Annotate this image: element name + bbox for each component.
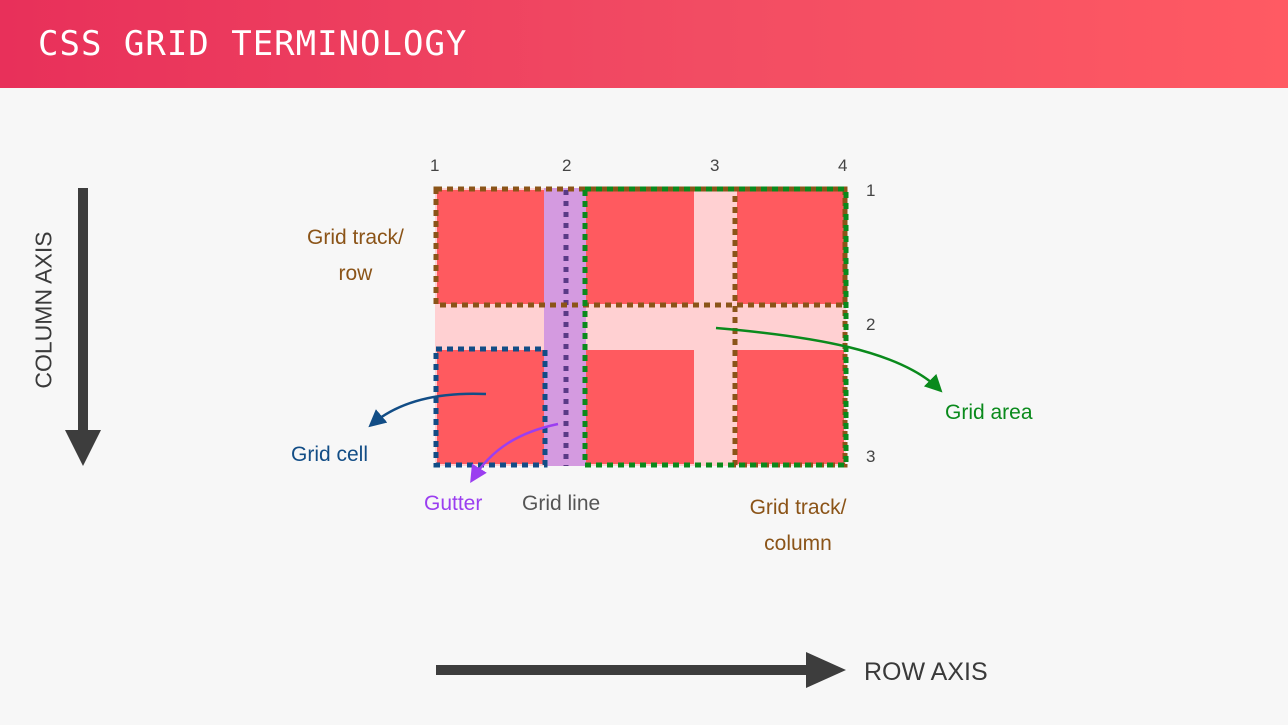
column-axis-label: COLUMN AXIS: [30, 231, 57, 389]
grid-cell-r2c2: [586, 350, 694, 464]
row-axis-arrow-head: [806, 652, 846, 688]
column-axis-arrow-shaft: [78, 188, 88, 434]
column-line-number-1: 1: [430, 156, 440, 175]
row-line-number-2: 2: [866, 315, 876, 334]
header-bar: CSS GRID TERMINOLOGY: [0, 0, 1288, 88]
grid-area-label: Grid area: [945, 401, 1033, 424]
grid-cell-r1c1: [437, 190, 544, 304]
grid-track-row-label-line2: row: [338, 262, 373, 285]
grid-cell-r1c3: [737, 190, 844, 304]
page-title: CSS GRID TERMINOLOGY: [38, 24, 468, 64]
row-axis-label: ROW AXIS: [864, 658, 988, 686]
grid-area-outline: [582, 186, 849, 468]
column-axis-arrow-head: [65, 430, 101, 466]
grid-cell-label: Grid cell: [291, 443, 369, 466]
column-line-number-2: 2: [562, 156, 572, 175]
column-line-number-3: 3: [710, 156, 720, 175]
grid-cell-outline: [433, 346, 548, 468]
gutter-label: Gutter: [424, 492, 483, 515]
grid-area-arrow: [715, 326, 943, 393]
grid-cell-r2c1: [437, 350, 544, 464]
row-line-number-3: 3: [866, 447, 876, 466]
grid-cell-r1c2: [586, 190, 694, 304]
row-axis-arrow-shaft: [436, 665, 812, 675]
grid-track-column-label-line2: column: [764, 532, 832, 555]
grid-track-row-label: Grid track/ row: [307, 220, 404, 292]
grid-track-row-label-line1: Grid track/: [307, 226, 404, 249]
gutter-arrow: [470, 422, 559, 483]
row-line-number-1: 1: [866, 181, 876, 200]
grid-line-label: Grid line: [522, 492, 601, 515]
column-line-number-4: 4: [838, 156, 848, 175]
grid-track-column-label-line1: Grid track/: [749, 496, 847, 519]
grid-cell-arrow: [368, 392, 487, 428]
grid-track-column-label: Grid track/ column: [741, 490, 855, 562]
grid-cell-r2c3: [737, 350, 844, 464]
